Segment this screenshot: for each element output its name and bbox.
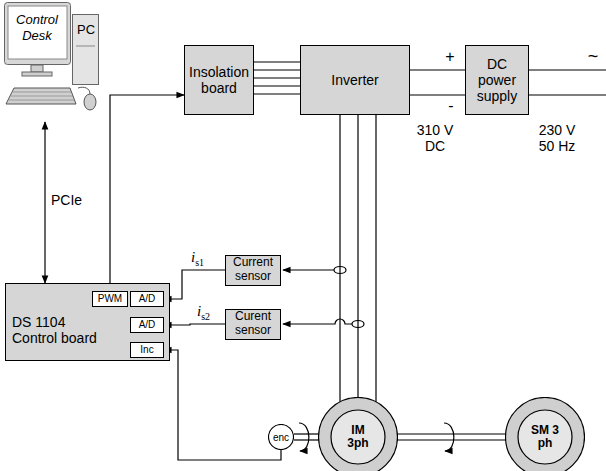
bus-label: PCIe	[50, 192, 83, 208]
sense-arrow	[283, 269, 334, 270]
connector	[164, 324, 225, 325]
connector-line	[254, 85, 300, 86]
connector	[110, 95, 184, 291]
circle-ring	[269, 425, 294, 450]
node-text: Curent sensor	[229, 310, 277, 338]
synchronous-motor: SM 3 ph	[505, 397, 585, 471]
connector-line	[294, 433, 319, 434]
node-text: Inc	[140, 344, 153, 356]
key-row	[13, 92, 71, 93]
node-text: PC	[74, 22, 98, 37]
node-text: PWM	[98, 293, 122, 305]
connector-line	[357, 115, 358, 398]
circle-ring	[518, 410, 572, 464]
monitor	[5, 3, 71, 65]
mains-wire	[529, 94, 606, 95]
induction-motor: IM 3ph	[318, 397, 398, 471]
polarity-plus: +	[443, 48, 457, 66]
polarity-minus: -	[445, 97, 457, 115]
key-row	[11, 96, 73, 97]
current-sensor: Current sensor	[225, 255, 281, 286]
monitor-base	[22, 72, 52, 76]
connector-line	[339, 115, 340, 402]
circle-ring	[506, 398, 585, 471]
node-text: Control Desk	[9, 12, 65, 43]
connector-line	[44, 122, 45, 283]
sense-arrow	[283, 319, 352, 324]
encoder-port: Inc	[130, 342, 164, 358]
node-text: Current sensor	[229, 256, 277, 284]
mouse-cable	[78, 87, 90, 94]
connector-line	[375, 115, 376, 402]
connector-line	[254, 77, 300, 78]
connector-line	[164, 270, 225, 299]
connector-line	[410, 69, 465, 70]
mains-rating: 230 V 50 Hz	[530, 122, 584, 154]
connector	[340, 115, 376, 402]
monitor-screen	[8, 6, 67, 59]
rotation-arrow	[444, 423, 454, 451]
connector-line	[254, 61, 300, 62]
connector-line	[164, 350, 281, 460]
isolation-board: Insolation board	[184, 45, 254, 115]
monitor-stand	[31, 65, 43, 72]
connector-line	[164, 324, 225, 325]
node-text: enc	[273, 432, 289, 443]
pc-icon: Control Desk PC	[4, 2, 100, 122]
connector	[410, 70, 465, 95]
control-board: DS 1104 Control board PWM A/D A/D Inc	[5, 283, 170, 361]
encoder-circle: enc	[268, 424, 294, 450]
connector	[254, 62, 300, 94]
pwm-port: PWM	[92, 291, 128, 307]
dc-voltage: 310 V DC	[410, 122, 460, 154]
keyboard	[6, 88, 76, 104]
adc-port: A/D	[130, 291, 164, 307]
inverter-box: Inverter	[300, 45, 410, 115]
connector	[45, 122, 46, 283]
connector-line	[398, 439, 506, 440]
signal-name: is2	[196, 303, 211, 322]
circle-ring	[331, 410, 385, 464]
node-text: Insolation board	[188, 64, 250, 96]
mouse	[84, 94, 96, 110]
connector-line	[254, 69, 300, 70]
circle-ring	[319, 398, 398, 471]
key-row	[9, 100, 75, 101]
connector-line	[254, 93, 300, 94]
node-text: A/D	[139, 319, 156, 331]
node-text: IM 3ph	[343, 424, 373, 450]
connector-line	[398, 433, 506, 434]
current-sensor: Curent sensor	[225, 309, 281, 340]
dc-supply-box: DC power supply	[465, 45, 529, 115]
rotation-arrow	[299, 423, 309, 451]
drive-slot	[76, 46, 95, 47]
node-text: SM 3 ph	[530, 424, 560, 450]
connector-line	[410, 94, 465, 95]
connector	[398, 434, 506, 440]
node-text: Inverter	[331, 72, 378, 88]
connector	[164, 270, 225, 299]
connector	[164, 350, 281, 460]
pc-tower	[73, 15, 99, 85]
connector	[294, 434, 319, 440]
node-text: A/D	[139, 293, 156, 305]
ac-symbol: ~	[586, 46, 600, 67]
node-text: DS 1104 Control board	[12, 314, 112, 346]
connector-line	[110, 95, 184, 291]
signal-name: is1	[190, 249, 205, 268]
node-text: DC power supply	[469, 56, 525, 104]
connector-line	[294, 439, 319, 440]
mains-wire	[529, 69, 606, 70]
adc-port: A/D	[130, 317, 164, 333]
